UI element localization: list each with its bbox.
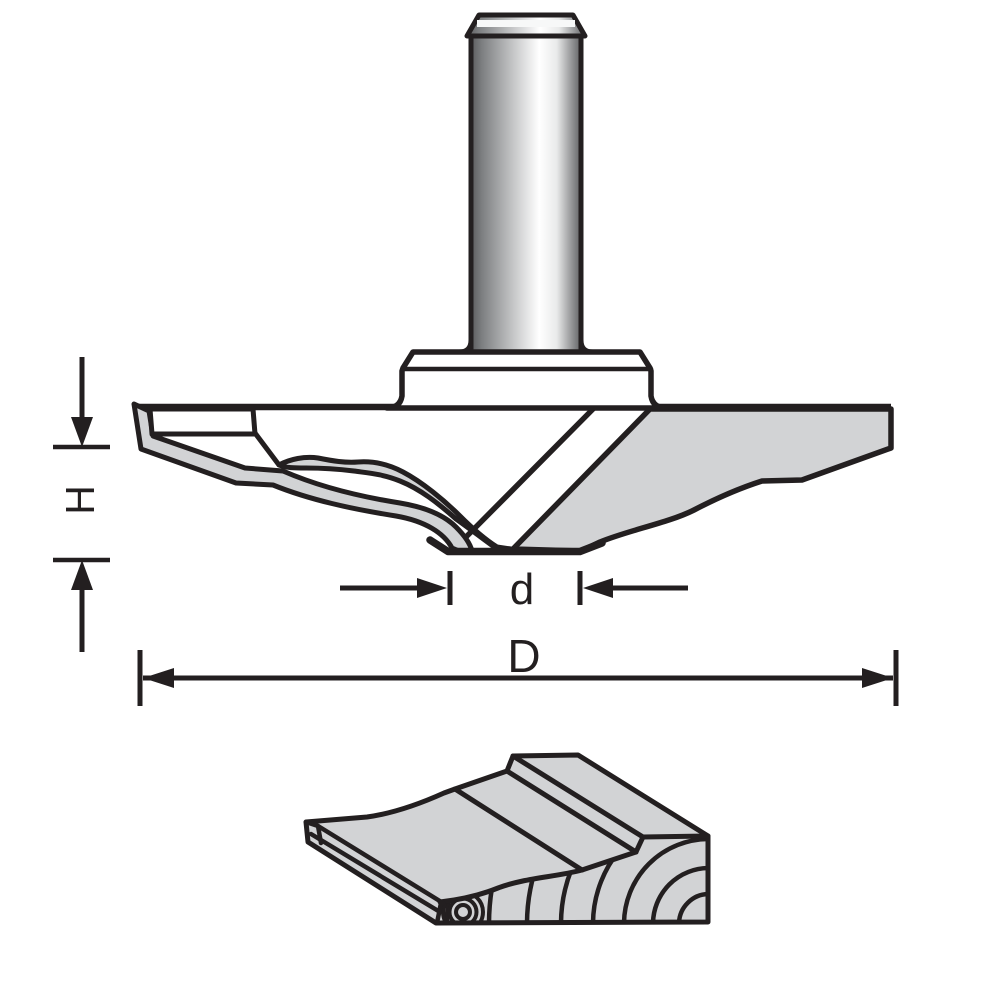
field-front-edge bbox=[579, 849, 639, 873]
overall-diameter-label: D bbox=[507, 630, 540, 682]
h-label: H bbox=[57, 485, 103, 515]
block-left-edge bbox=[510, 753, 646, 840]
ogee-front-curve bbox=[437, 867, 585, 905]
gullet-edge-line bbox=[462, 405, 597, 541]
collar-hub bbox=[384, 349, 669, 411]
wood-moulding-sample bbox=[303, 752, 711, 926]
hub-outline bbox=[384, 349, 669, 411]
dimension-overall-diameter: D bbox=[137, 630, 899, 706]
pith-ring bbox=[454, 903, 472, 921]
shank-cap-highlight bbox=[477, 20, 575, 27]
cutter-head bbox=[131, 349, 894, 556]
tip-flat-edge bbox=[426, 536, 606, 556]
right-profile-body bbox=[510, 406, 894, 554]
shank bbox=[456, 12, 596, 357]
far-flute-corner-line bbox=[252, 430, 282, 468]
d-label: d bbox=[510, 565, 534, 614]
step-bottom-crease bbox=[504, 768, 639, 855]
h-upper-arrowhead bbox=[71, 417, 93, 447]
shank-body bbox=[468, 31, 584, 357]
left-cap-edges bbox=[303, 819, 324, 846]
d-left-arrowhead bbox=[417, 578, 447, 598]
edge-end-line bbox=[434, 900, 444, 926]
near-flute-top-face bbox=[147, 406, 258, 437]
edge-mid-crease bbox=[308, 831, 443, 915]
near-flute-rim-band bbox=[131, 401, 475, 554]
h-lower-arrowhead bbox=[71, 560, 93, 590]
dimension-tip-diameter: d bbox=[340, 565, 688, 614]
diameter-left-arrowhead bbox=[143, 668, 174, 688]
dimension-height: H bbox=[53, 357, 110, 652]
diameter-right-arrowhead bbox=[862, 668, 893, 688]
step-front-edge bbox=[633, 834, 646, 855]
field-ogee-crease bbox=[452, 786, 585, 873]
block-front-edge bbox=[640, 833, 711, 840]
d-right-arrowhead bbox=[583, 578, 613, 598]
edge-top-crease bbox=[315, 823, 446, 906]
